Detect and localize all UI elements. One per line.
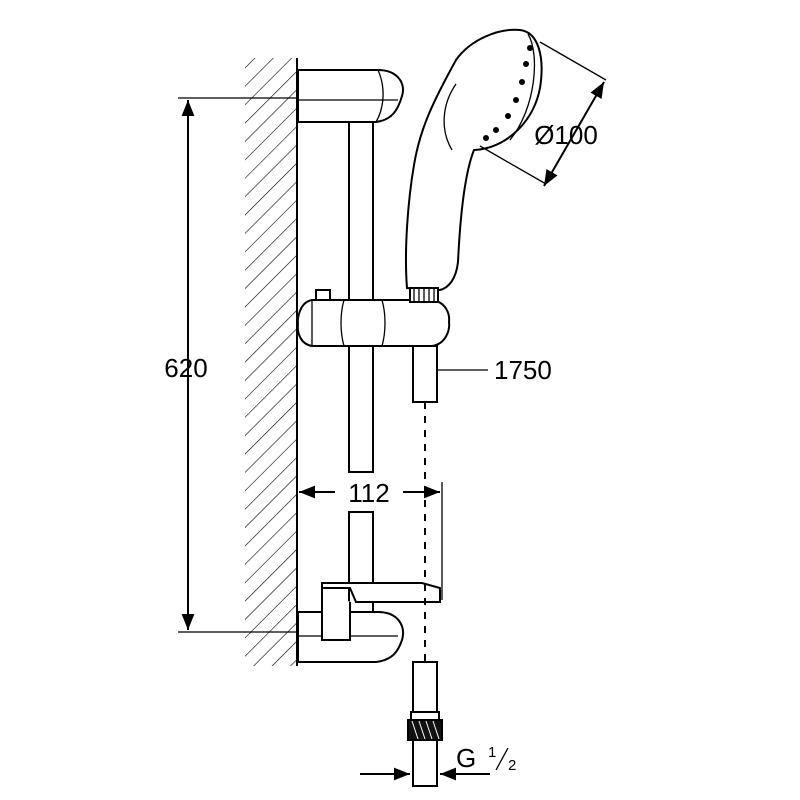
hose-lower <box>412 661 438 713</box>
thread-denominator: 2 <box>508 757 516 774</box>
dimension-hose-length: 1750 <box>438 355 552 385</box>
holder-release-button <box>315 289 331 301</box>
spray-nozzles <box>483 45 533 141</box>
shower-hose <box>407 345 443 787</box>
hand-shower <box>404 28 543 303</box>
sliding-holder <box>296 289 451 347</box>
head-diameter-label: Ø100 <box>534 120 598 150</box>
dimension-connection-thread: G 1 2 <box>360 743 516 786</box>
dimension-head-diameter: Ø100 <box>479 41 607 187</box>
hand-shower-body <box>404 28 543 292</box>
hose-connector-thread <box>412 739 438 787</box>
soap-dish <box>321 582 441 641</box>
wall-hatching <box>245 58 297 666</box>
fraction-slash <box>495 747 509 771</box>
thread-g-label: G <box>456 743 476 773</box>
dimension-wall-distance: 112 <box>299 478 443 600</box>
rail-upper-segment <box>348 111 374 473</box>
rail-height-label: 620 <box>164 353 207 383</box>
dimension-rail-height: 620 <box>164 97 298 633</box>
wall-distance-label: 112 <box>348 478 389 508</box>
slide-rail <box>348 111 374 643</box>
wall <box>245 58 298 666</box>
hose-upper <box>412 345 438 403</box>
hose-length-label: 1750 <box>494 355 552 385</box>
thread-numerator: 1 <box>488 744 496 761</box>
upper-wall-bracket <box>297 69 404 123</box>
